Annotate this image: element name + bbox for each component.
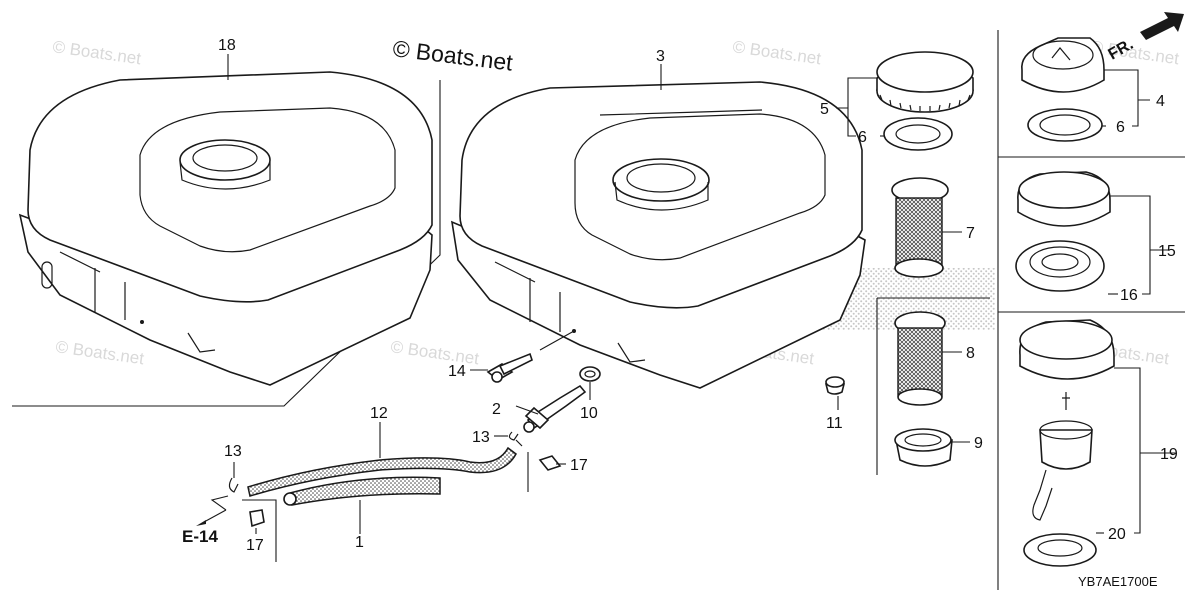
callout-16[interactable]: 16	[1120, 287, 1138, 304]
cap-nut-11[interactable]	[824, 376, 846, 395]
cap-seal-16[interactable]	[1015, 240, 1105, 292]
fuel-strainer-7[interactable]	[891, 177, 949, 278]
callout-13b[interactable]: 13	[472, 429, 490, 446]
fuel-tube-1[interactable]	[283, 476, 441, 506]
fuel-tank-3[interactable]	[450, 81, 866, 389]
callout-13a[interactable]: 13	[224, 443, 242, 460]
tube-clip-17a[interactable]	[249, 509, 265, 528]
leader-lines	[227, 54, 1175, 534]
fuel-cap-4[interactable]	[1021, 37, 1105, 93]
cap-seal-20[interactable]	[1023, 533, 1097, 567]
fuel-cap-5[interactable]	[876, 51, 974, 113]
callout-19[interactable]: 19	[1160, 446, 1178, 463]
callout-1[interactable]: 1	[355, 534, 364, 551]
strainer-collar-9[interactable]	[894, 428, 953, 467]
callout-8[interactable]: 8	[966, 345, 975, 362]
fuel-tank-18[interactable]	[18, 71, 433, 386]
fuel-strainer-8[interactable]	[894, 311, 946, 406]
front-arrow-icon	[1140, 12, 1184, 40]
fuel-cap-15[interactable]	[1017, 171, 1111, 227]
callout-4[interactable]: 4	[1156, 93, 1165, 110]
cap-packing-6b[interactable]	[1027, 108, 1103, 142]
faint-watermark: © Boats.net	[731, 37, 822, 68]
fuel-cock-2[interactable]	[523, 384, 587, 433]
callout-20[interactable]: 20	[1108, 526, 1126, 543]
callout-10[interactable]: 10	[580, 405, 598, 422]
callout-14[interactable]: 14	[448, 363, 466, 380]
callout-15[interactable]: 15	[1158, 243, 1176, 260]
callout-3[interactable]: 3	[656, 48, 665, 65]
callout-6a[interactable]: 6	[858, 129, 867, 146]
callout-labels: 1 2 3 4 5 6 6 7 8 9 10 11 12 13 13 14 15…	[218, 37, 1178, 554]
washer-10[interactable]	[579, 366, 601, 382]
fuel-hose-12[interactable]	[247, 446, 517, 497]
callout-7[interactable]: 7	[966, 225, 975, 242]
callout-17a[interactable]: 17	[246, 537, 264, 554]
tube-clip-17b[interactable]	[538, 455, 562, 471]
callout-11[interactable]: 11	[826, 415, 843, 432]
callout-5[interactable]: 5	[820, 101, 829, 118]
hose-clip-13a[interactable]	[228, 477, 239, 493]
callout-2[interactable]: 2	[492, 401, 501, 418]
callout-12[interactable]: 12	[370, 405, 388, 422]
diagram-code: YB7AE1700E	[1078, 574, 1158, 589]
flange-bolt-14[interactable]	[486, 352, 533, 383]
fuel-cap-19[interactable]	[1019, 319, 1115, 521]
faint-watermark: © Boats.net	[51, 37, 142, 68]
e14-reference-label: E-14	[182, 527, 218, 546]
cap-packing-6[interactable]	[883, 117, 953, 151]
callout-17b[interactable]: 17	[570, 457, 588, 474]
callout-9[interactable]: 9	[974, 435, 983, 452]
e14-reference-arrow	[196, 452, 529, 562]
callout-18[interactable]: 18	[218, 37, 236, 54]
callout-6b[interactable]: 6	[1116, 119, 1125, 136]
boats-net-watermark: © Boats.net	[391, 35, 514, 76]
faint-watermark: © Boats.net	[389, 337, 480, 368]
hose-clip-13b[interactable]	[508, 431, 523, 447]
faint-watermark: © Boats.net	[54, 337, 145, 368]
